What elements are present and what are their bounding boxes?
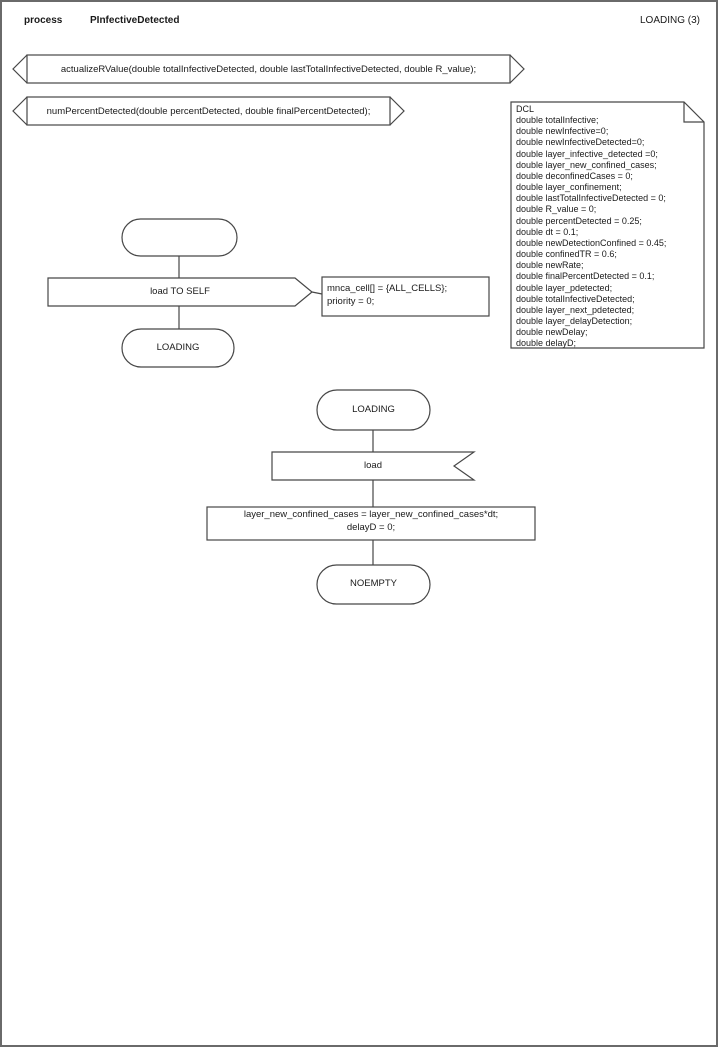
page-tab-label[interactable]: LOADING (3) bbox=[639, 15, 700, 26]
declaration-line: double totalInfective; bbox=[516, 115, 599, 126]
state-symbol-shape bbox=[121, 328, 235, 368]
declarations-note-fold bbox=[683, 102, 704, 123]
procedure-right-bracket bbox=[389, 96, 405, 126]
state-label: LOADING bbox=[352, 403, 395, 415]
state-symbol-noempty[interactable]: NOEMPTY bbox=[317, 565, 430, 604]
declaration-line: double newRate; bbox=[516, 260, 584, 271]
procedure-declaration[interactable]: actualizeRValue(double totalInfectiveDet… bbox=[27, 55, 510, 83]
declaration-line: double lastTotalInfectiveDetected = 0; bbox=[516, 193, 666, 204]
output-comment-box[interactable]: mnca_cell[] = {ALL_CELLS}; priority = 0; bbox=[327, 282, 485, 308]
declaration-line: double newDelay; bbox=[516, 327, 588, 338]
declaration-line: DCL bbox=[516, 104, 535, 114]
declaration-line: double layer_confinement; bbox=[516, 182, 622, 193]
declaration-line: double layer_new_confined_cases; bbox=[516, 159, 657, 170]
procedure-signature: actualizeRValue(double totalInfectiveDet… bbox=[60, 63, 477, 75]
comment-box-shape bbox=[321, 276, 490, 317]
declaration-line: double layer_pdetected; bbox=[516, 282, 613, 293]
procedure-left-bracket bbox=[12, 96, 28, 126]
declaration-line: double newInfective=0; bbox=[516, 126, 609, 137]
declaration-line: double totalInfectiveDetected; bbox=[516, 293, 635, 304]
start-symbol[interactable] bbox=[122, 219, 237, 256]
declaration-line: double layer_next_pdetected; bbox=[516, 304, 635, 315]
output-symbol-load-to-self[interactable]: load TO SELF bbox=[48, 278, 312, 306]
declaration-line: double newDetectionConfined = 0.45; bbox=[516, 237, 667, 248]
comment-connector bbox=[311, 291, 323, 295]
procedure-left-bracket bbox=[12, 54, 28, 84]
declaration-line: double percentDetected = 0.25; bbox=[516, 215, 642, 226]
state-label: LOADING bbox=[156, 341, 200, 353]
declaration-line: double R_value = 0; bbox=[516, 204, 597, 215]
task-symbol[interactable]: layer_new_confined_cases = layer_new_con… bbox=[207, 509, 535, 535]
diagram-kind-label: process bbox=[24, 15, 63, 26]
output-label: load TO SELF bbox=[150, 285, 210, 297]
declaration-line: double deconfinedCases = 0; bbox=[516, 170, 633, 181]
declaration-line: double layer_infective_detected =0; bbox=[516, 148, 658, 159]
comment-line: priority = 0; bbox=[327, 296, 375, 307]
state-symbol-loading[interactable]: LOADING bbox=[122, 329, 234, 367]
task-symbol-shape bbox=[206, 506, 536, 541]
input-label: load bbox=[364, 459, 382, 471]
task-line: layer_new_confined_cases = layer_new_con… bbox=[243, 509, 499, 520]
output-symbol-shape bbox=[47, 277, 313, 307]
procedure-shape-numPercentDetected bbox=[26, 96, 391, 126]
declarations-note-shape bbox=[510, 101, 705, 349]
procedure-right-bracket bbox=[509, 54, 525, 84]
task-line: delayD = 0; bbox=[346, 521, 396, 533]
state-symbol-shape bbox=[316, 564, 431, 605]
state-label: NOEMPTY bbox=[350, 578, 397, 590]
declaration-line: double layer_delayDetection; bbox=[516, 315, 633, 326]
procedure-declaration[interactable]: numPercentDetected(double percentDetecte… bbox=[27, 97, 390, 125]
input-symbol-shape bbox=[271, 451, 476, 481]
process-name: PInfectiveDetected bbox=[90, 15, 180, 26]
declaration-line: double confinedTR = 0.6; bbox=[516, 249, 617, 260]
declaration-line: double finalPercentDetected = 0.1; bbox=[516, 271, 655, 282]
declaration-line: double newInfectiveDetected=0; bbox=[516, 137, 645, 148]
comment-line: mnca_cell[] = {ALL_CELLS}; bbox=[327, 283, 448, 294]
state-symbol-loading[interactable]: LOADING bbox=[317, 390, 430, 430]
procedure-signature: numPercentDetected(double percentDetecte… bbox=[46, 105, 371, 117]
declaration-line: double dt = 0.1; bbox=[516, 226, 579, 237]
declaration-line: double delayD; bbox=[516, 338, 577, 349]
procedure-shape-actualizeRValue bbox=[26, 54, 511, 84]
input-symbol-load[interactable]: load bbox=[272, 452, 474, 480]
